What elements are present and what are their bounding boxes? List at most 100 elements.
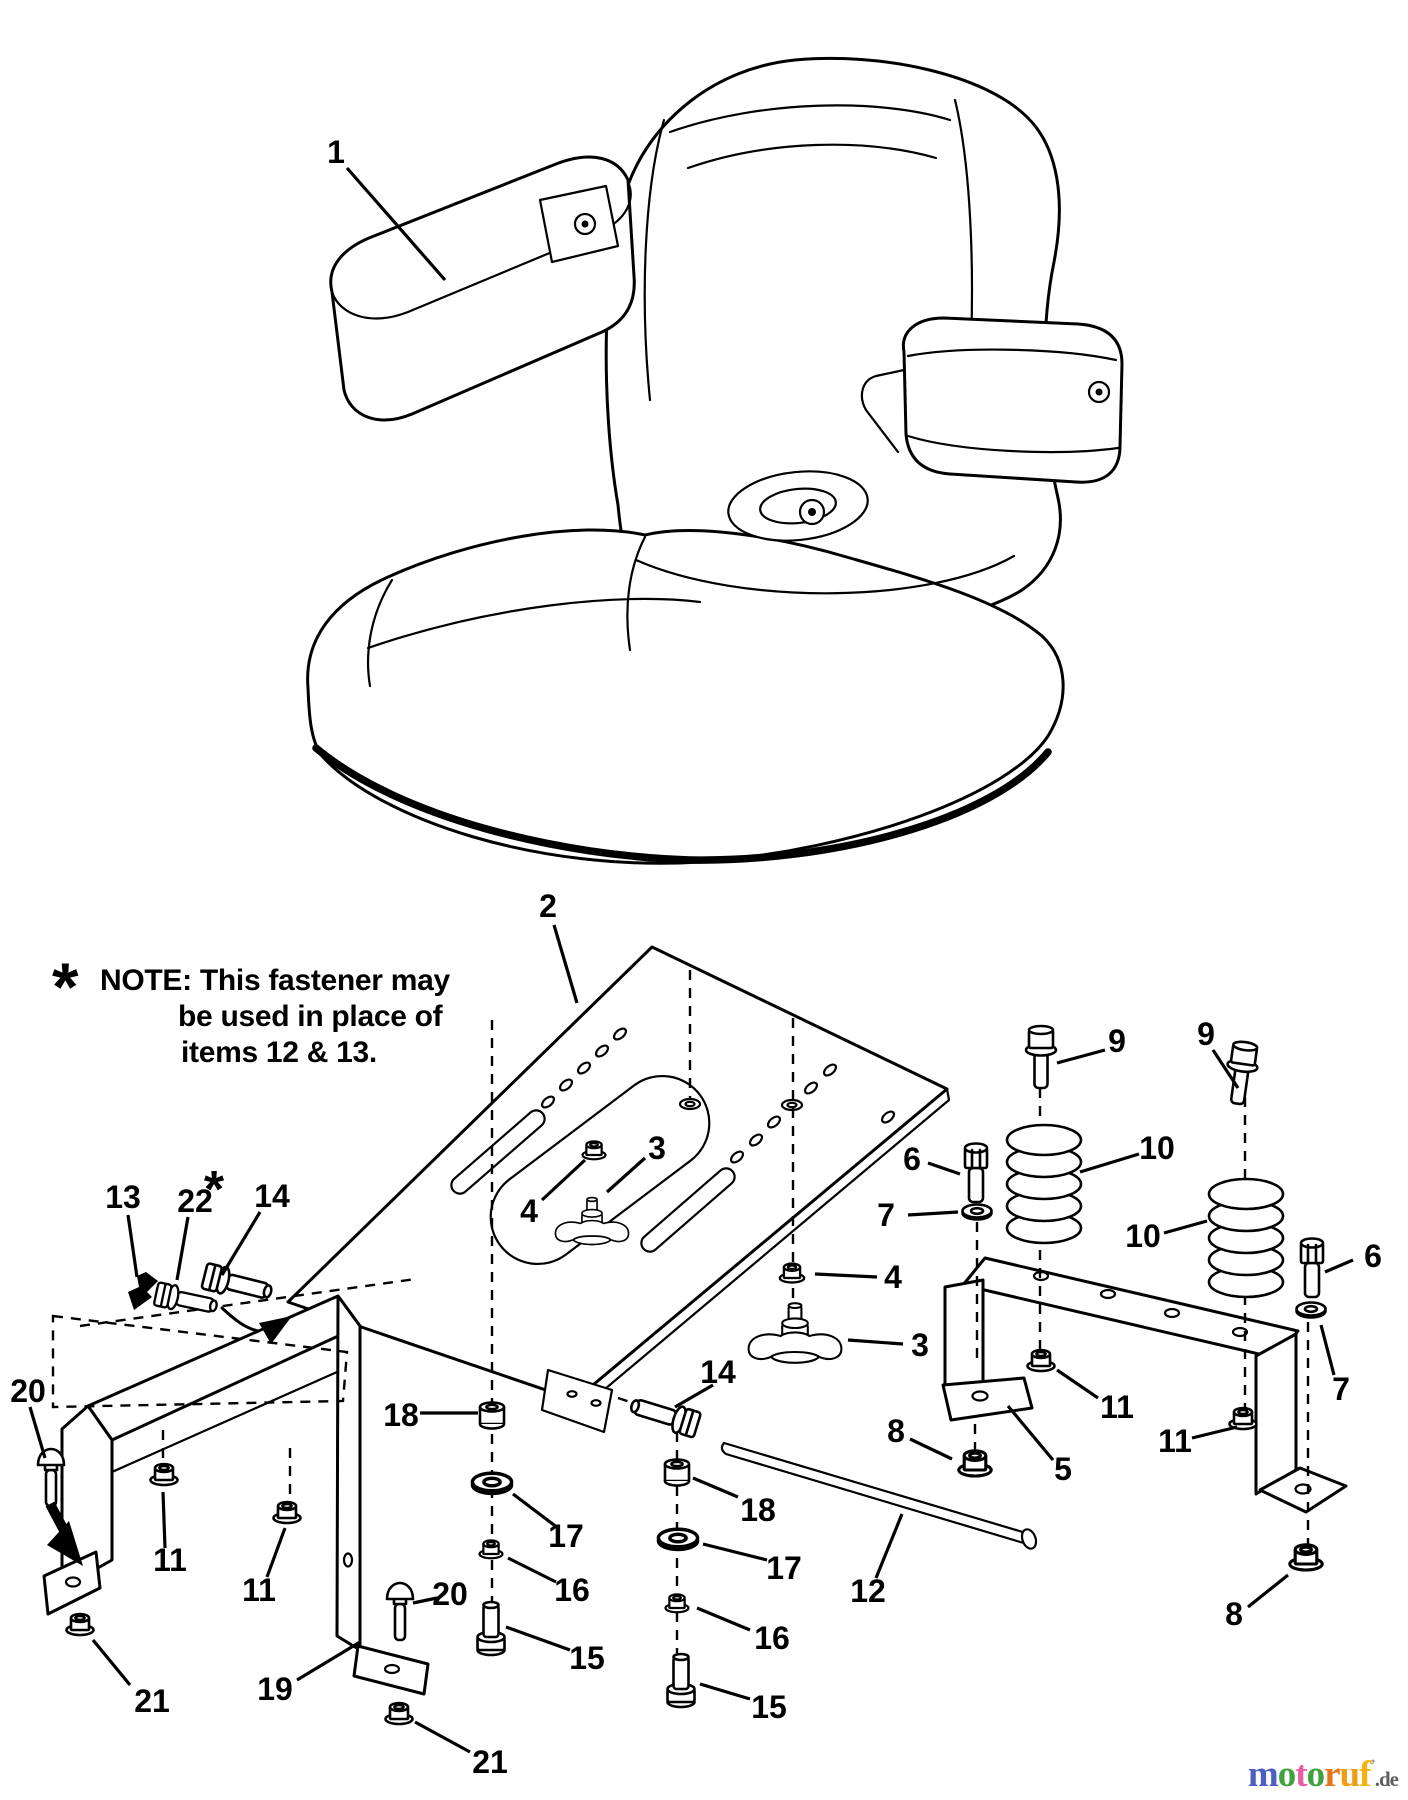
bolt-9-left [1024,1024,1058,1090]
callout-leader-14-23 [220,1211,262,1276]
callout-label-5-6: 5 [1054,1451,1072,1487]
corner-arrow [220,1306,292,1344]
nut-21-right [384,1701,414,1726]
callout-leader-20-34 [28,1406,47,1459]
callout-label-8-11: 8 [887,1413,905,1449]
spacer-18-right [663,1458,691,1487]
flange-nut-4-lower [778,1262,806,1284]
callout-label-13-22: 13 [105,1179,141,1215]
callout-label-19-33: 19 [257,1671,293,1707]
note: * NOTE: This fastener may be used in pla… [52,949,451,1069]
callout-leader-18-32 [692,1476,739,1499]
spacer-18-left [478,1401,506,1430]
callout-label-16-27: 16 [554,1572,590,1608]
note-line-3: items 12 & 13. [181,1036,377,1069]
hardware [36,1024,1327,1726]
nut-16-right [664,1593,690,1614]
note-asterisk: * [52,949,79,1025]
callout-label-21-37: 21 [472,1744,508,1780]
callout-label-11-20: 11 [242,1572,276,1608]
callout-label-*-39: * [204,1161,225,1219]
wing-knob-lower [747,1302,843,1364]
callout-label-10-16: 10 [1125,1218,1161,1254]
seat [306,56,1124,865]
callout-label-2-1: 2 [539,888,557,924]
callout-leader-16-28 [696,1606,751,1632]
callout-leader-21-37 [414,1720,471,1754]
callout-label-3-2: 3 [648,1130,666,1166]
callout-leader-11-19 [161,1491,167,1549]
callout-leader-15-26 [699,1682,751,1701]
bracket-right [941,1256,1348,1514]
plate-holes [540,1027,896,1164]
nut-11-bracket-right-a [1026,1348,1056,1373]
nut-11-bracket-left-a [149,1462,179,1487]
callout-label-7-10: 7 [1332,1371,1350,1407]
callout-label-15-26: 15 [751,1689,787,1725]
bolt-15-left [476,1600,506,1657]
callout-leader-22-38 [175,1216,190,1281]
callout-label-21-36: 21 [134,1683,170,1719]
callout-label-16-28: 16 [754,1620,790,1656]
nut-11-bracket-left-b [272,1500,302,1525]
callout-leader-19-33 [296,1640,361,1682]
callout-label-4-5: 4 [884,1259,902,1295]
callout-leader-9-14 [1211,1049,1240,1089]
nut-8-right [1288,1543,1324,1572]
callout-leader-15-25 [505,1625,571,1652]
callout-label-18-31: 18 [383,1397,419,1433]
callout-label-11-19: 11 [153,1542,187,1578]
callout-leader-10-16 [1163,1219,1208,1235]
washer-7-left [961,1203,993,1221]
callout-leader-11-20 [265,1527,287,1578]
big-arrow [45,1501,83,1566]
callout-label-14-23: 14 [254,1178,290,1214]
seat-plate [286,945,951,1434]
flange-nut-4-upper [581,1140,607,1161]
callout-leader-21-36 [91,1638,132,1687]
bolt-6-right [1299,1237,1325,1299]
seat-recess [727,470,869,542]
callout-leader-11-18 [1191,1425,1238,1440]
callout-label-17-30: 17 [766,1550,802,1586]
fastener-zone-dashed-box [51,1314,349,1409]
bolt-20-left [36,1447,66,1508]
callout-leader-7-10 [1319,1324,1336,1376]
callout-leader-3-4 [847,1338,904,1346]
bolt-15-right [666,1652,696,1709]
callout-label-9-13: 9 [1108,1023,1126,1059]
callout-label-15-25: 15 [569,1640,605,1676]
callout-leader-8-12 [1247,1573,1289,1609]
plate-corner-flange [540,1368,614,1434]
bolt-20-right [385,1581,415,1642]
callout-label-17-29: 17 [548,1518,584,1554]
callout-label-7-8: 7 [877,1197,895,1233]
callout-leader-11-17 [1056,1368,1099,1400]
callout-leader-14-24 [674,1383,714,1409]
washer-17-left [470,1471,514,1496]
cotter-pin [128,1272,158,1310]
nut-11-bracket-right-b [1228,1406,1258,1431]
nut-16-left [478,1539,504,1560]
callout-leader-4-3 [540,1158,587,1202]
callout-label-20-35: 20 [432,1576,468,1612]
callout-label-12-21: 12 [850,1573,886,1609]
callout-label-6-9: 6 [1364,1238,1382,1274]
callout-leader-2-1 [552,924,579,1004]
callout-leader-8-11 [909,1437,953,1461]
bracket-left [42,1294,430,1696]
callout-leader-6-7 [927,1161,961,1176]
callout-leader-5-6 [1006,1404,1055,1462]
callout-leader-7-8 [907,1210,959,1217]
callout-leader-4-5 [814,1272,878,1279]
callout-label-6-7: 6 [903,1141,921,1177]
note-line-1: NOTE: This fastener may [100,964,450,997]
nut-21-left [65,1612,95,1637]
callout-label-8-12: 8 [1225,1596,1243,1632]
callout-label-11-17: 11 [1100,1389,1134,1425]
nut-8-left [957,1449,993,1478]
callout-label-1-0: 1 [327,134,345,170]
